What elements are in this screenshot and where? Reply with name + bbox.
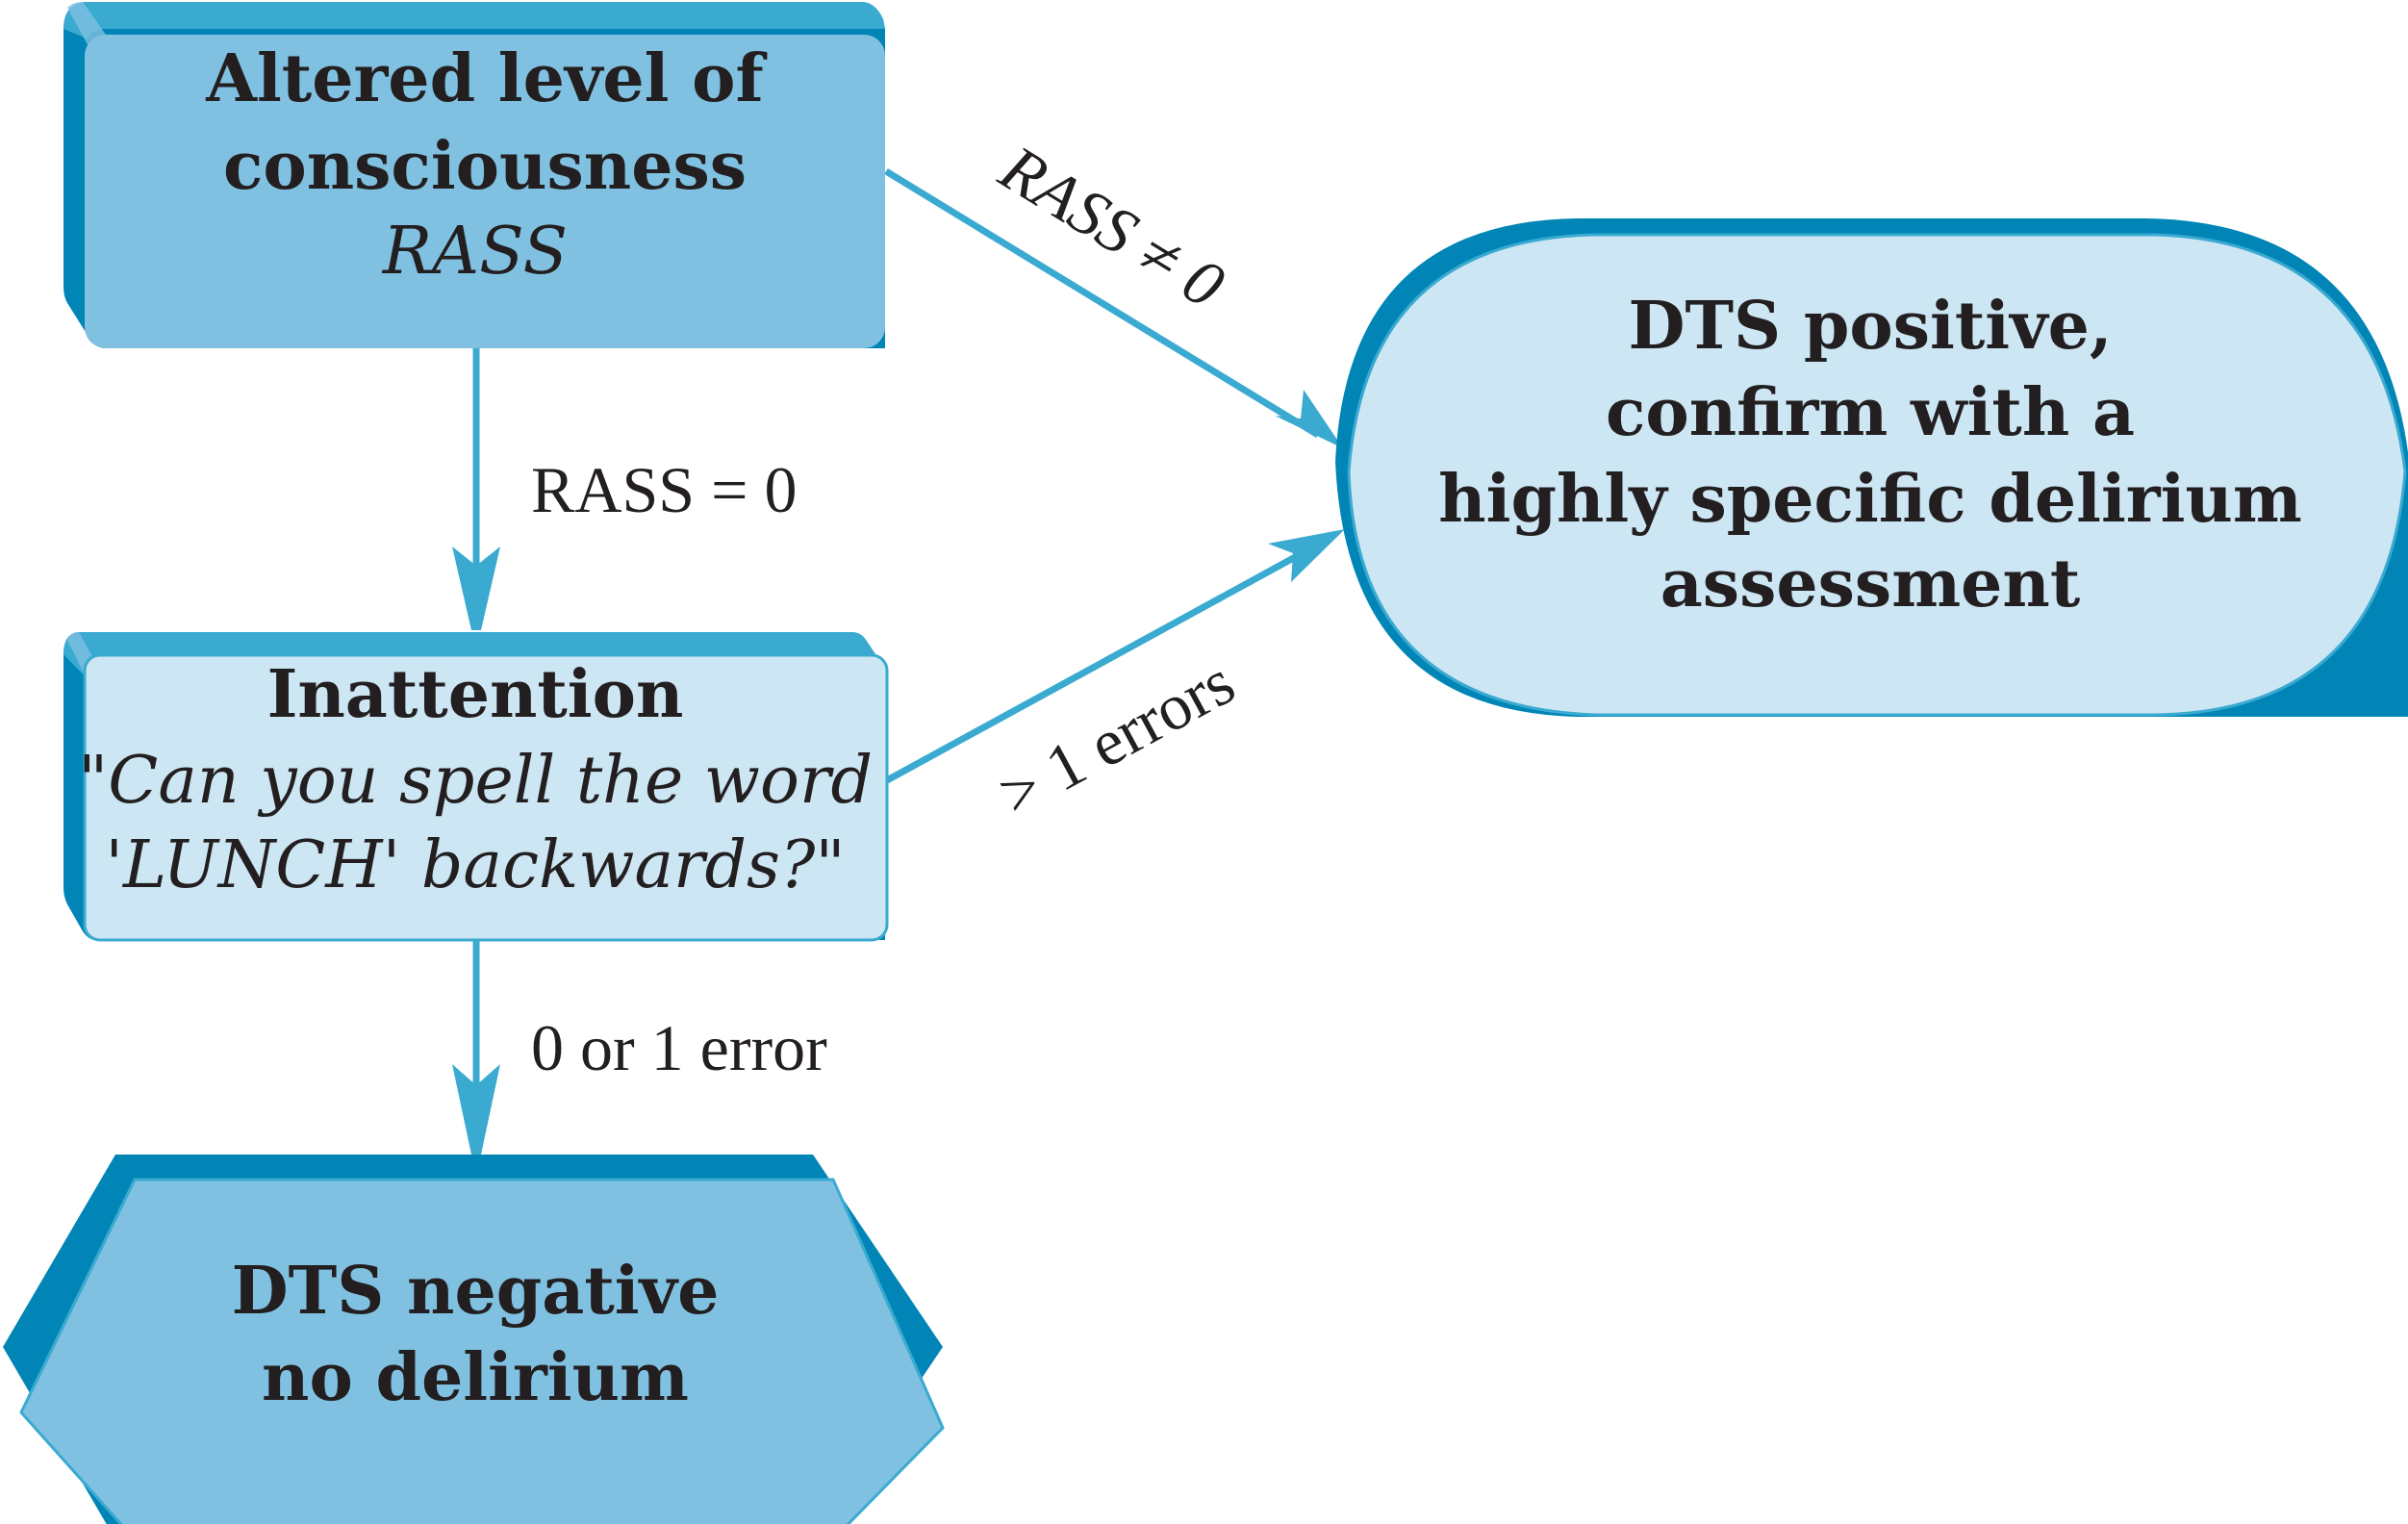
- edge-rass-zero: [452, 348, 500, 630]
- node-altered-title-line2: consciousness: [223, 128, 747, 205]
- edge-zero-or-one: [452, 940, 500, 1155]
- edge-rass-nonzero: [884, 168, 1343, 448]
- node-positive-line3: highly specific delirium: [1438, 461, 2302, 538]
- edge-label-more-errors: > 1 errors: [987, 645, 1246, 830]
- node-inattention-title: Inattention: [267, 656, 684, 733]
- connectors: [452, 168, 1345, 1155]
- node-positive-line2: confirm with a: [1606, 374, 2135, 451]
- node-positive-line1: DTS positive,: [1628, 288, 2112, 365]
- edge-label-rass-nonzero: RASS ≠ 0: [987, 130, 1236, 321]
- arrowhead-icon: [1275, 390, 1343, 448]
- node-dts-negative: DTS negative no delirium: [3, 1155, 945, 1524]
- node-altered-consciousness: Altered level of consciousness RASS: [63, 2, 885, 348]
- node-altered-title-line1: Altered level of: [205, 40, 767, 117]
- node-negative-line1: DTS negative: [232, 1253, 720, 1330]
- arrowhead-icon: [1268, 529, 1345, 582]
- node-negative-line2: no delirium: [262, 1339, 689, 1416]
- node-positive-line4: assessment: [1660, 546, 2081, 622]
- arrowhead-icon: [452, 546, 500, 630]
- node-dts-positive: DTS positive, confirm with a highly spec…: [1335, 218, 2408, 717]
- edge-label-rass-zero: RASS = 0: [531, 453, 797, 526]
- edge-more-errors: [885, 529, 1345, 784]
- node-inattention-question-line2: 'LUNCH' backwards?": [105, 827, 845, 903]
- edge-label-zero-or-one: 0 or 1 error: [531, 1011, 827, 1084]
- node-inattention-question-line1: "Can you spell the word: [78, 743, 873, 819]
- arrowhead-icon: [452, 1064, 500, 1155]
- node-inattention: Inattention "Can you spell the word 'LUN…: [63, 632, 889, 942]
- node-altered-subtitle: RASS: [381, 214, 568, 290]
